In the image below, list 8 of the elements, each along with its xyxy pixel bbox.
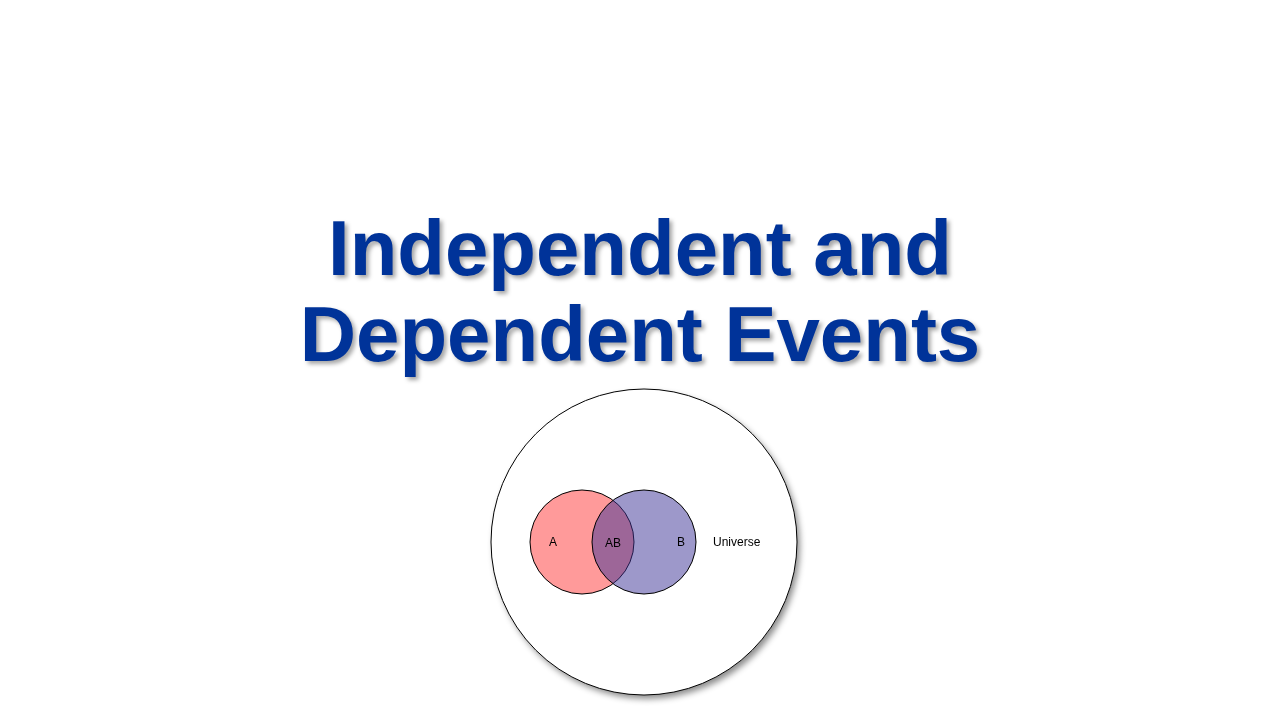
region-label: Universe [713, 536, 761, 548]
region-label: B [677, 536, 685, 548]
intersection-label: AB [605, 537, 621, 549]
circle-region [592, 490, 696, 594]
circle-region [530, 490, 634, 594]
region-label: A [549, 536, 557, 548]
circle-region [491, 389, 797, 695]
title: Independent and Dependent Events [298, 205, 982, 377]
